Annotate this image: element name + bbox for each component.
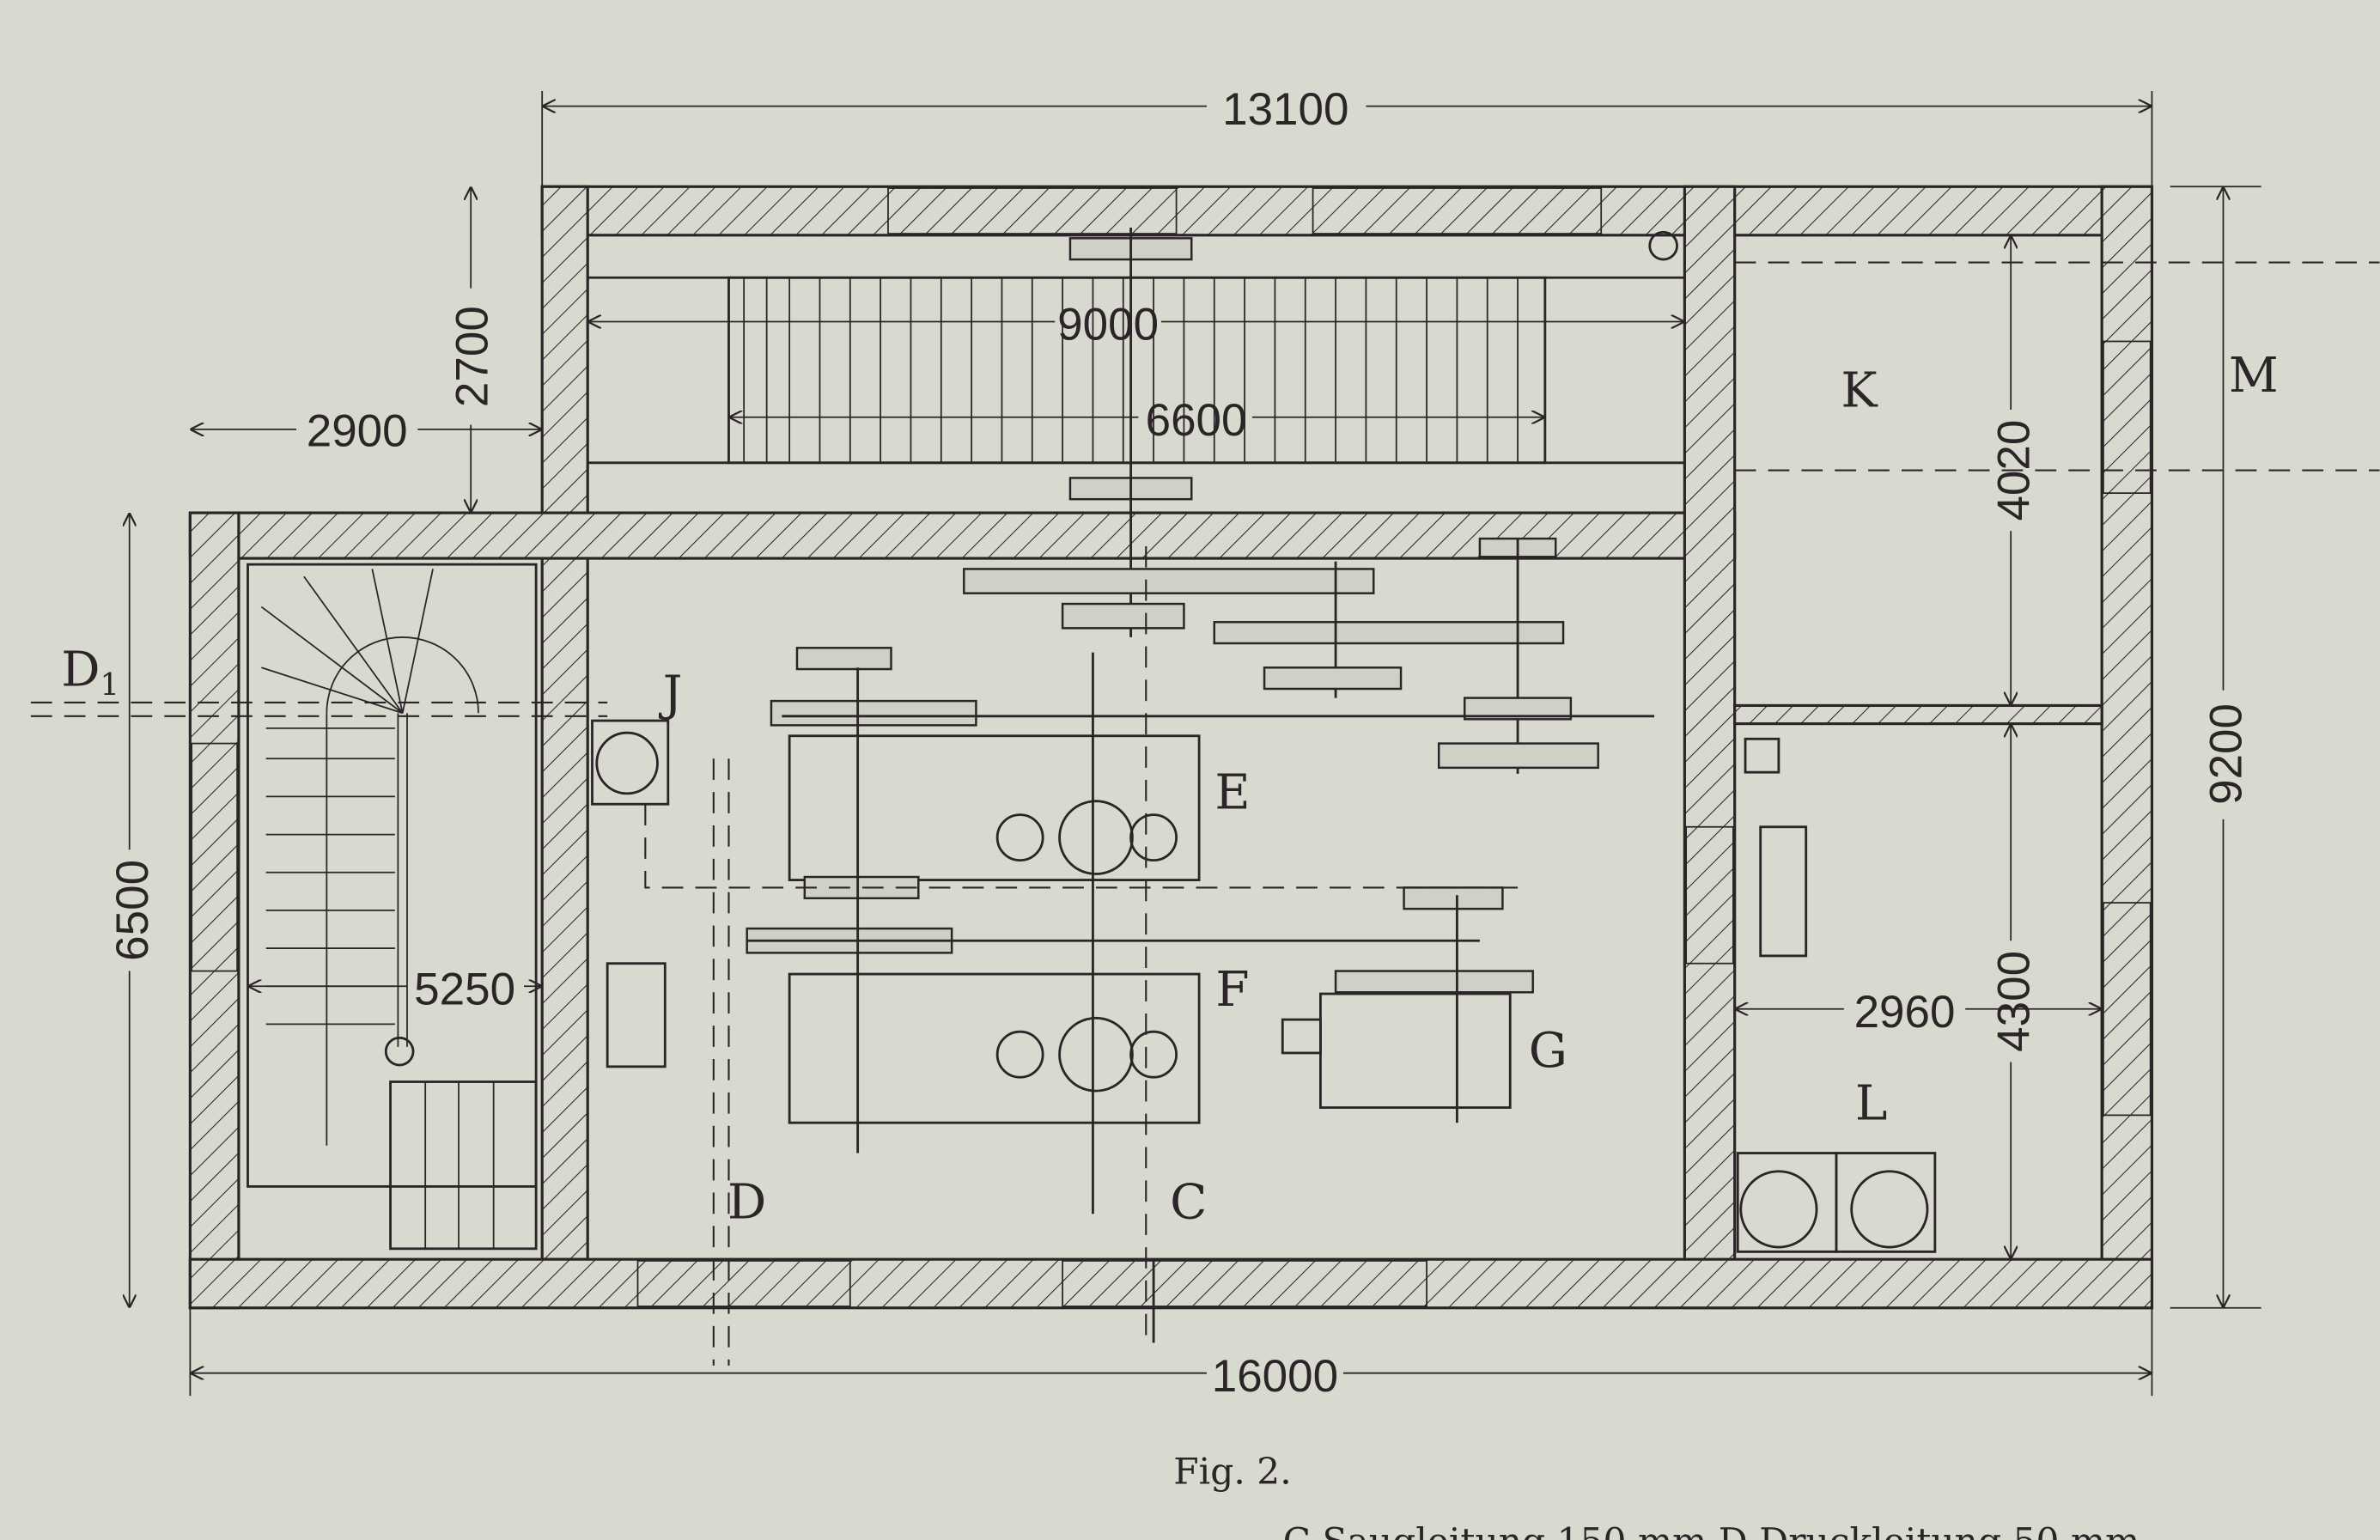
dim-room-l-depth: 4300 bbox=[1988, 951, 2039, 1052]
dim-annex-depth: 2700 bbox=[447, 306, 498, 407]
dim-room-k-depth: 4020 bbox=[1988, 420, 2039, 521]
label-room-l: L bbox=[1855, 1076, 1888, 1132]
dim-top-width: 13100 bbox=[1222, 84, 1348, 135]
label-g: G bbox=[1529, 1023, 1567, 1079]
dim-stair-depth: 6500 bbox=[107, 860, 158, 961]
flywheel-pit bbox=[587, 227, 1685, 637]
dimension-lines bbox=[130, 90, 2261, 1397]
label-e: E bbox=[1214, 765, 1250, 821]
label-m: M bbox=[2229, 348, 2279, 404]
dim-total-depth: 9200 bbox=[2201, 703, 2252, 805]
label-d1: D1 bbox=[61, 642, 119, 703]
room-fixtures bbox=[1736, 737, 1937, 1253]
label-d: D bbox=[727, 1175, 766, 1231]
machinery bbox=[591, 537, 1655, 1366]
figure-legend-line: C Saugleitung 150 mm D Druckleitung 50 m… bbox=[1283, 1520, 2140, 1540]
dim-bottom-width: 16000 bbox=[1212, 1351, 1338, 1402]
dim-stair-width: 5250 bbox=[414, 964, 515, 1014]
figure-caption: Fig. 2. bbox=[1173, 1451, 1291, 1493]
dim-room-l-width: 2960 bbox=[1854, 987, 1956, 1038]
dim-annex-offset: 2900 bbox=[307, 405, 408, 456]
label-c: C bbox=[1170, 1175, 1207, 1231]
walls bbox=[188, 185, 2154, 1310]
label-j: J bbox=[659, 667, 683, 722]
dim-flywheel-room: 9000 bbox=[1057, 300, 1159, 350]
dim-flywheel-length: 6600 bbox=[1146, 395, 1247, 446]
label-room-k: K bbox=[1841, 362, 1878, 418]
label-f: F bbox=[1215, 962, 1249, 1018]
